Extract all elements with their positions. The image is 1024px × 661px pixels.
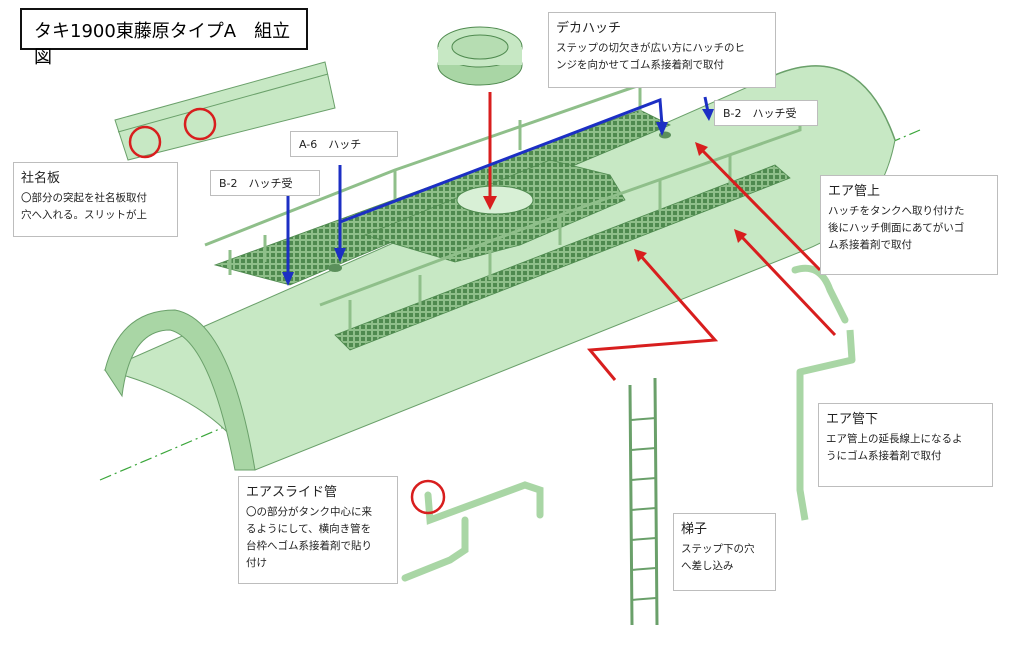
callout-title: エア管下 [826, 412, 879, 427]
air-slide-pipe-part [401, 479, 544, 582]
red-arrows [483, 92, 837, 381]
callout-desc: エア管上の延長線上になるよ うにゴム系接着剤で取付 [826, 433, 963, 462]
label-a6-hatch: A-6 ハッチ [290, 131, 398, 157]
callout-title: 梯子 [681, 522, 708, 537]
nameplate-pin-left-marker [128, 125, 162, 159]
callout-desc: ハッチをタンクへ取り付けた 後にハッチ側面にあてがいゴ ム系接着剤で取付 [828, 205, 965, 251]
blue-arrows [282, 96, 714, 286]
deka-hatch-part [437, 26, 523, 86]
walkway-grates [213, 109, 791, 351]
air-pipe-lower-part [796, 329, 856, 521]
air-pipe-lower-arrow [738, 233, 837, 337]
callout-air-pipe-lower: エア管下 エア管上の延長線上になるよ うにゴム系接着剤で取付 [818, 403, 993, 487]
callout-title: エア管上 [828, 184, 881, 199]
callout-deka-hatch: デカハッチ ステップの切欠きが広い方にハッチのヒ ンジを向かせてゴム系接着剤で取… [548, 12, 776, 88]
callout-desc: 〇の部分がタンク中心に来 るようにして、横向き管を 台枠へゴム系接着剤で貼り 付… [246, 506, 372, 569]
callout-desc: 〇部分の突起を社名板取付 穴へ入れる。スリットが上 [21, 192, 147, 221]
label-b2-right: B-2 ハッチ受 [714, 100, 818, 126]
callout-nameplate: 社名板 〇部分の突起を社名板取付 穴へ入れる。スリットが上 [13, 162, 178, 237]
drawing-title: タキ1900東藤原タイプA 組立図 [20, 8, 308, 68]
callout-title: 社名板 [21, 171, 61, 186]
a6-hatch-arrow-branch [339, 97, 664, 224]
nameplate-pin-right-marker [183, 107, 217, 141]
callout-air-pipe-upper: エア管上 ハッチをタンクへ取り付けた 後にハッチ側面にあてがいゴ ム系接着剤で取… [820, 175, 998, 275]
air-slide-center-marker [410, 479, 446, 515]
air-pipe-upper-arrow [698, 146, 822, 272]
label-b2-left: B-2 ハッチ受 [210, 170, 320, 196]
callout-title: エアスライド管 [246, 485, 338, 500]
callout-air-slide-pipe: エアスライド管 〇の部分がタンク中心に来 るようにして、横向き管を 台枠へゴム系… [238, 476, 398, 584]
air-pipe-upper-part [791, 264, 849, 324]
ladder-part [628, 377, 659, 626]
callout-ladder: 梯子 ステップ下の穴 へ差し込み [673, 513, 776, 591]
ladder-arrow [586, 254, 719, 381]
callout-title: デカハッチ [556, 21, 622, 36]
nameplate-part [114, 61, 336, 161]
callout-desc: ステップ下の穴 へ差し込み [681, 543, 755, 572]
callout-desc: ステップの切欠きが広い方にハッチのヒ ンジを向かせてゴム系接着剤で取付 [556, 42, 745, 71]
